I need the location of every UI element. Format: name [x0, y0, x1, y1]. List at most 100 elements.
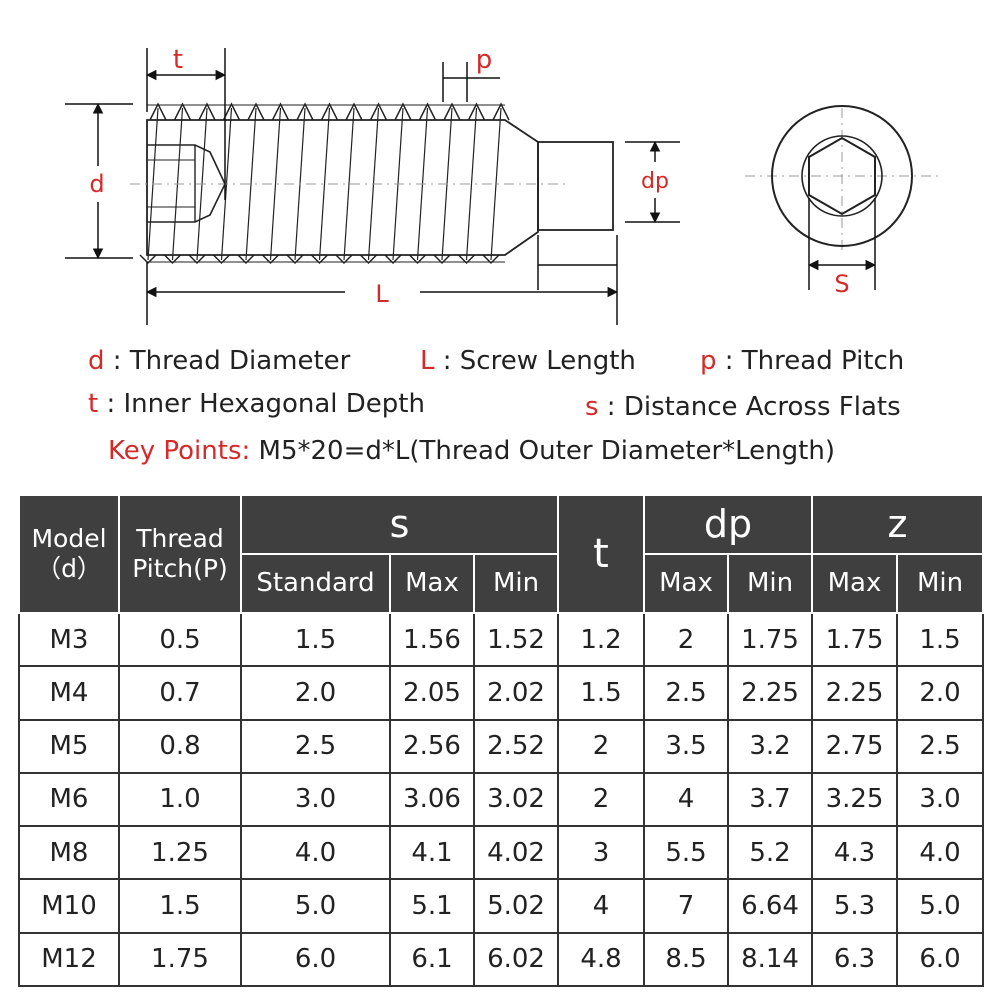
- thread-crest-bottom: [212, 254, 231, 265]
- table-cell: 8.5: [643, 931, 730, 988]
- table-cell: 2.25: [727, 665, 814, 721]
- table-cell: 1.56: [389, 611, 475, 668]
- thread-crest-top: [320, 102, 339, 121]
- table-cell: 3.5: [643, 718, 730, 774]
- legend-thread-diameter: d : Thread Diameter: [88, 346, 351, 376]
- thread-crest-bottom: [359, 254, 378, 265]
- table-cell: 1.75: [811, 611, 899, 668]
- table-cell: 2: [643, 611, 730, 668]
- table-cell: 3.0: [240, 771, 391, 828]
- table-cell: 1.2: [557, 611, 646, 668]
- thread-flank: [245, 107, 257, 261]
- table-cell: 4.0: [240, 825, 391, 881]
- screw-end-view: [745, 105, 940, 290]
- thread-crest-top: [369, 102, 388, 121]
- header-s-standard: Standard: [240, 553, 391, 614]
- thread-crest-bottom: [457, 254, 476, 265]
- thread-crest-top: [222, 102, 241, 121]
- thread-flank: [343, 107, 355, 261]
- table-cell: 2.25: [811, 665, 899, 721]
- table-cell: 3.2: [727, 718, 814, 774]
- table-cell: 1.5: [240, 611, 391, 668]
- thread-crest-bottom: [482, 254, 500, 265]
- table-cell: 6.64: [727, 878, 814, 934]
- table-cell: 1.5: [896, 611, 985, 668]
- thread-crest-top: [418, 102, 437, 121]
- table-cell: 2.56: [389, 718, 475, 774]
- table-cell: 4.0: [896, 825, 985, 881]
- table-cell: 2.02: [472, 665, 560, 721]
- thread-crest-top: [345, 102, 363, 121]
- thread-crest-bottom: [310, 254, 329, 265]
- thread-crest-top: [271, 102, 290, 121]
- table-cell: M4: [18, 665, 120, 721]
- table-cell: 2: [557, 771, 646, 828]
- label-t: t: [173, 45, 183, 75]
- thread-crest-top: [247, 102, 265, 121]
- screw-side-view: [130, 102, 614, 265]
- table-cell: 6.0: [896, 931, 985, 988]
- thread-crest-top: [467, 102, 486, 121]
- thread-crest-top: [492, 102, 510, 121]
- table-cell: 7: [643, 878, 730, 934]
- thread-crest-bottom: [286, 254, 304, 265]
- table-cell: 6.0: [240, 931, 391, 988]
- table-cell: 5.3: [811, 878, 899, 934]
- table-cell: 1.5: [118, 878, 242, 934]
- thread-crest-top: [394, 102, 412, 121]
- thread-crest-top: [198, 102, 216, 121]
- table-cell: 2.52: [472, 718, 560, 774]
- table-cell: 4.8: [557, 931, 646, 988]
- header-dp: dp: [643, 494, 814, 555]
- table-cell: M8: [18, 825, 120, 881]
- header-z-min: Min: [896, 553, 985, 614]
- set-screw-diagram: t p d dp L S: [65, 45, 940, 325]
- legend-screw-length: L : Screw Length: [420, 346, 636, 376]
- thread-flank: [318, 107, 331, 261]
- table-cell: 5.2: [727, 825, 814, 881]
- table-cell: 8.14: [727, 931, 814, 988]
- table-cell: 3.25: [811, 771, 899, 828]
- label-s: S: [834, 270, 849, 298]
- header-z: z: [811, 494, 985, 555]
- table-cell: 3.06: [389, 771, 475, 828]
- table-cell: 5.5: [643, 825, 730, 881]
- legend-thread-pitch: p : Thread Pitch: [700, 346, 905, 376]
- table-cell: 3.0: [896, 771, 985, 828]
- legend-across-flats: s : Distance Across Flats: [585, 392, 901, 422]
- table-cell: M10: [18, 878, 120, 934]
- table-cell: 1.25: [118, 825, 242, 881]
- header-s: s: [239, 494, 560, 555]
- thread-crest-bottom: [237, 254, 255, 265]
- table-cell: 2.0: [896, 665, 985, 721]
- table-cell: 5.1: [389, 878, 475, 934]
- header-dp-max: Max: [643, 553, 730, 614]
- table-cell: 5.0: [896, 878, 985, 934]
- header-t: t: [557, 494, 646, 614]
- label-p: p: [476, 45, 493, 75]
- table-cell: 0.8: [118, 718, 242, 774]
- table-cell: M12: [18, 931, 120, 988]
- label-dp: dp: [641, 169, 669, 194]
- thread-crest-bottom: [261, 254, 280, 265]
- key-points: Key Points: M5*20=d*L(Thread Outer Diame…: [108, 436, 835, 466]
- header-dp-min: Min: [727, 553, 814, 614]
- table-cell: 2.5: [643, 665, 730, 721]
- thread-flank: [269, 107, 282, 261]
- thread-flank: [465, 107, 478, 261]
- table-cell: 1.5: [557, 665, 646, 721]
- thread-crest-bottom: [139, 254, 157, 265]
- thread-flank: [490, 107, 502, 261]
- table-cell: 1.52: [472, 611, 560, 668]
- table-cell: 4: [643, 771, 730, 828]
- table-cell: 4: [557, 878, 646, 934]
- thread-crest-bottom: [163, 254, 182, 265]
- thread-crest-top: [296, 102, 314, 121]
- thread-crest-bottom: [408, 254, 427, 265]
- table-cell: 3.7: [727, 771, 814, 828]
